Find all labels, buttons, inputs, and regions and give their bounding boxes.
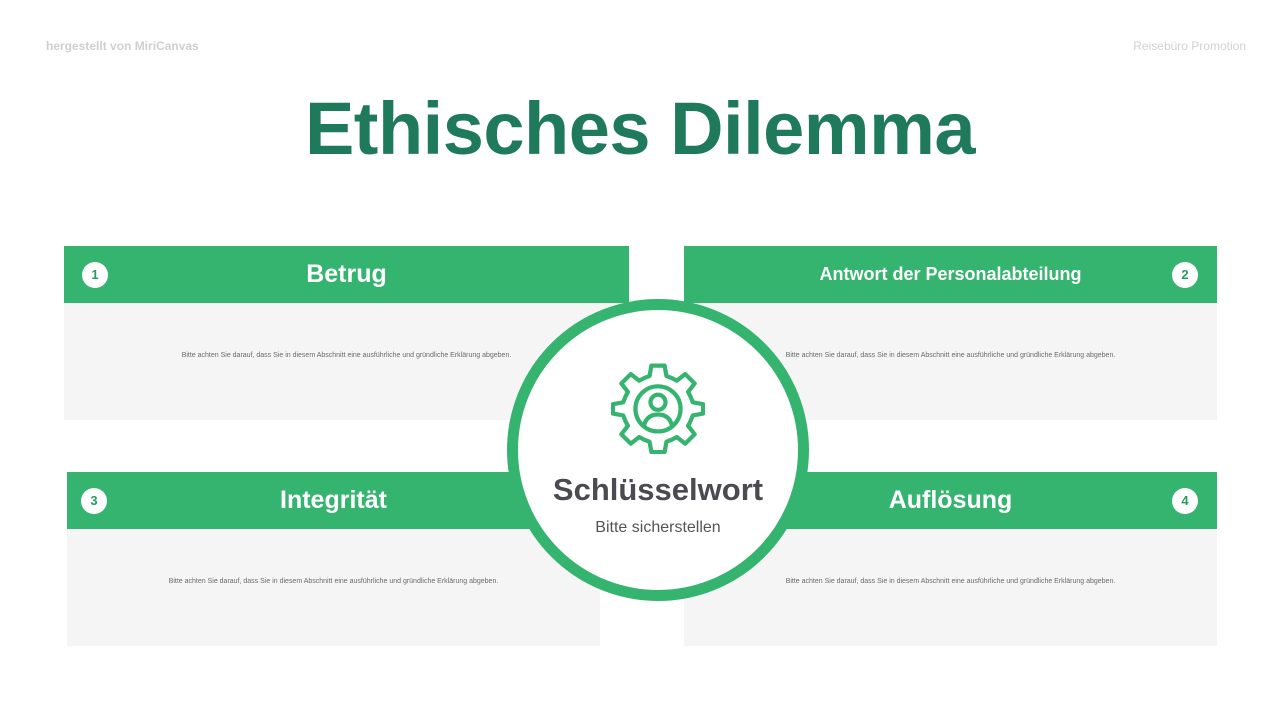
card-aufloesung: Auflösung 4 Bitte achten Sie darauf, das…: [684, 472, 1217, 646]
card-heading: Integrität: [280, 486, 387, 514]
card-description: Bitte achten Sie darauf, dass Sie in die…: [785, 578, 1116, 585]
number-badge: 2: [1172, 261, 1198, 288]
card-heading: Betrug: [306, 260, 387, 288]
card-description: Bitte achten Sie darauf, dass Sie in die…: [181, 352, 512, 359]
gear-user-icon: [611, 363, 705, 454]
card-description: Bitte achten Sie darauf, dass Sie in die…: [785, 352, 1116, 359]
card-heading: Auflösung: [888, 486, 1013, 514]
number-badge: 3: [81, 487, 107, 514]
keyword-title: Schlüsselwort: [552, 472, 764, 507]
card-body: Bitte achten Sie darauf, dass Sie in die…: [67, 529, 600, 646]
card-heading: Antwort der Personalabteilung: [819, 264, 1082, 284]
keyword-circle: Schlüsselwort Bitte sicherstellen: [507, 299, 809, 601]
credit-text: hergestellt von MiriCanvas: [46, 39, 199, 53]
card-header: Antwort der Personalabteilung 2: [684, 246, 1217, 303]
card-header: 1 Betrug: [64, 246, 629, 303]
keyword-subtitle: Bitte sicherstellen: [595, 519, 721, 536]
number-badge: 1: [82, 261, 108, 288]
number-badge: 4: [1172, 487, 1198, 514]
card-body: Bitte achten Sie darauf, dass Sie in die…: [684, 529, 1217, 646]
card-description: Bitte achten Sie darauf, dass Sie in die…: [168, 578, 499, 585]
project-label: Reisebüro Promotion: [1133, 39, 1246, 53]
page-title: Ethisches Dilemma: [304, 87, 976, 170]
